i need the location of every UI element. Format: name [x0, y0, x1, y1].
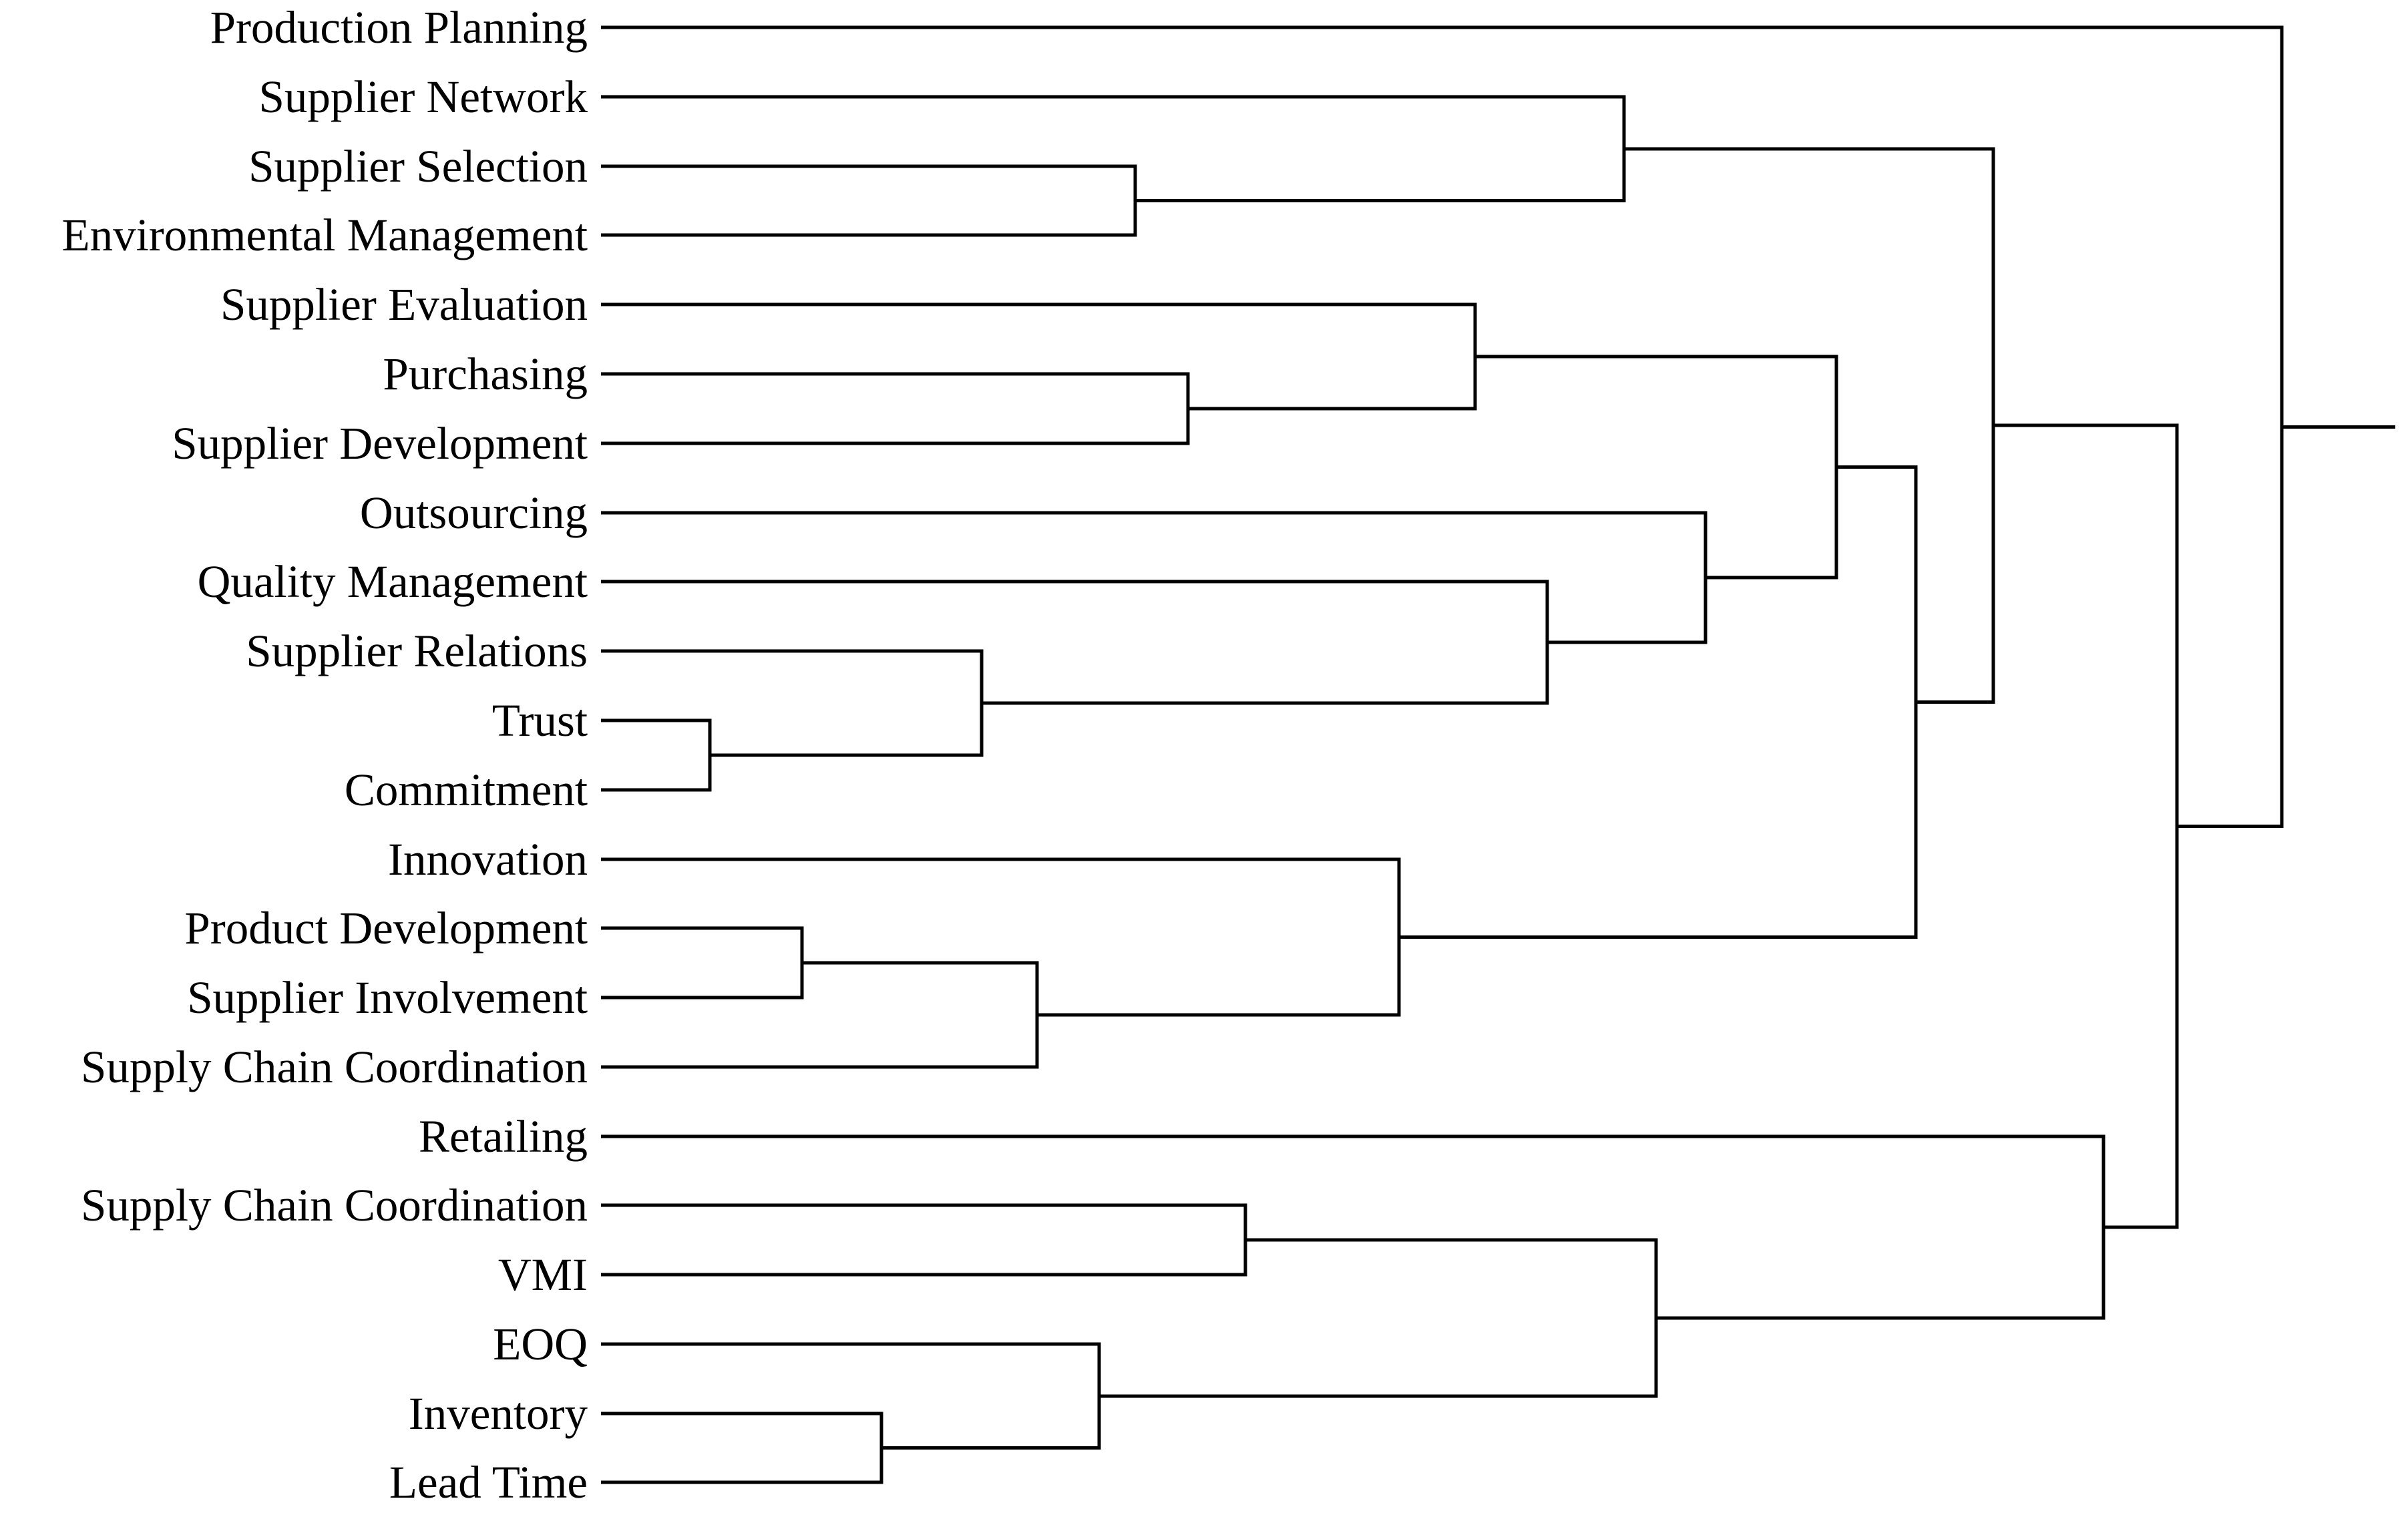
dendrogram-link-m2_34: [601, 95, 1626, 202]
leaf-label-L16: Supply Chain Coordination: [81, 1042, 588, 1092]
dendrogram-link-mD: [1993, 423, 2179, 1229]
leaf-label-L2: Supplier Network: [258, 71, 588, 122]
dendrogram-link-m67: [601, 372, 1190, 445]
dendrogram-links-group: [601, 25, 2395, 1484]
dendrogram-link-m10: [601, 649, 984, 757]
leaf-label-L20: EOQ: [493, 1319, 588, 1369]
dendrogram-link-m9: [601, 580, 1549, 705]
leaf-label-L11: Trust: [492, 695, 588, 746]
dendrogram-link-m8: [601, 511, 1708, 644]
leaf-label-L21: Inventory: [409, 1388, 588, 1439]
leaf-label-L1: Production Planning: [210, 2, 588, 53]
dendrogram-link-m13: [601, 857, 1401, 1017]
leaf-label-L8: Outsourcing: [360, 487, 588, 538]
dendrogram-link-m5_67: [601, 302, 1477, 411]
dendrogram-link-m16: [601, 961, 1039, 1069]
dendrogram-link-mE: [1099, 1238, 1658, 1398]
dendrogram-link-m14_15: [601, 926, 804, 1000]
leaf-label-L10: Supplier Relations: [246, 626, 588, 676]
dendrogram-link-mC: [1624, 147, 1995, 704]
leaf-label-L9: Quality Management: [198, 556, 588, 607]
dendrogram-link-m18_19: [601, 1203, 1247, 1277]
leaf-label-L17: Retailing: [419, 1111, 588, 1162]
leaf-label-L19: VMI: [498, 1249, 588, 1300]
leaf-label-L7: Supplier Development: [172, 418, 588, 469]
dendrogram-link-m11_12: [601, 718, 712, 792]
leaf-label-L13: Innovation: [388, 834, 588, 885]
dendrogram-link-mA: [1475, 355, 1838, 580]
dendrogram-link-m21_22: [601, 1412, 883, 1484]
leaf-label-L22: Lead Time: [389, 1457, 588, 1508]
dendrogram-link-m17: [601, 1134, 2105, 1320]
leaf-label-L3: Supplier Selection: [248, 141, 588, 192]
leaf-label-L14: Product Development: [184, 903, 588, 953]
leaf-label-L18: Supply Chain Coordination: [81, 1180, 588, 1231]
leaf-label-L4: Environmental Management: [61, 210, 588, 260]
leaf-label-L12: Commitment: [345, 765, 588, 815]
leaf-label-L6: Purchasing: [383, 349, 588, 399]
leaf-label-L5: Supplier Evaluation: [220, 279, 588, 330]
dendrogram-link-m34: [601, 164, 1137, 237]
leaf-label-L15: Supplier Involvement: [187, 972, 588, 1023]
dendrogram-link-m20: [601, 1342, 1101, 1450]
